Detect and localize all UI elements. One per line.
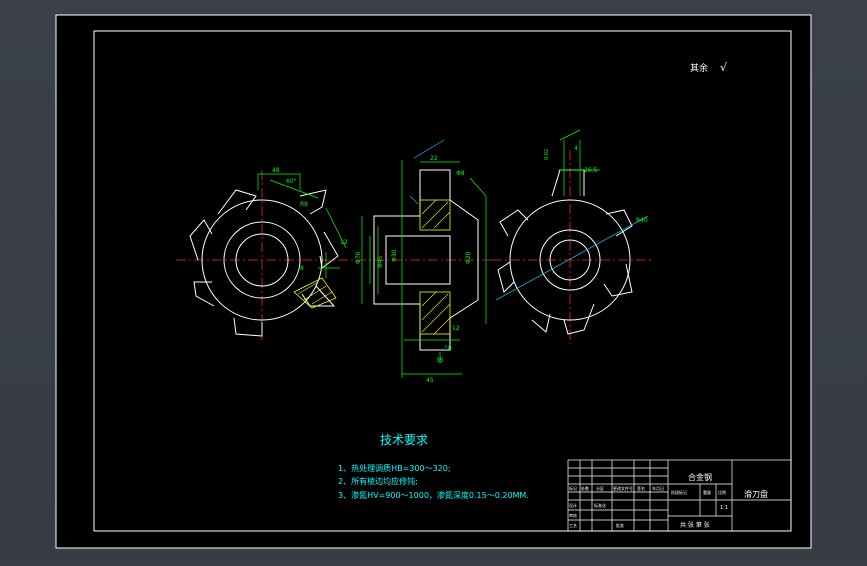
mid-hatch-top: [419, 199, 451, 231]
title-block-frame: [567, 459, 792, 532]
title-block-grid: [568, 460, 791, 531]
mid-dim-45: 45: [426, 377, 434, 384]
roughness-symbol: √: [720, 61, 728, 74]
right-hub-ring: [539, 229, 601, 291]
roughness-label: 其余: [690, 62, 708, 74]
standardized-label: 标准化: [594, 502, 606, 508]
left-dim-lines: [257, 173, 347, 278]
mid-dim-phi70: Φ70: [355, 251, 362, 264]
left-body-outer: [201, 199, 323, 321]
mid-dim-phi30: Φ30: [391, 249, 398, 262]
left-cutter-outline: [189, 189, 339, 337]
row-process: 工艺: [569, 523, 577, 528]
row-design: 设计: [569, 502, 577, 508]
mid-dim-22: 22: [430, 155, 438, 162]
right-radius-leader: [495, 215, 649, 301]
approve-label: 批准: [616, 522, 624, 528]
left-view: 60° 48 R8 12 8: [176, 167, 360, 340]
right-bore: [549, 239, 591, 281]
middle-view: Φ8 22 Φ30 Φ45 Φ70 Φ20 18 35 45 12: [355, 139, 494, 384]
right-body-outer: [509, 199, 631, 321]
inner-frame: [93, 30, 792, 532]
title-block-text: 合金钢 滑刀盘 1:1 共 张 第 张 阶段标记 重量 比例 标记 处数 分区 …: [569, 472, 768, 529]
right-dim-4: 4: [574, 145, 578, 152]
tech-title: 技术要求: [380, 433, 428, 447]
right-dim-lines: [558, 129, 600, 196]
roughness-note: 其余 √: [690, 61, 728, 74]
mid-dim-phi8: Φ8: [456, 170, 465, 177]
mid-dim-phi20: Φ20: [465, 251, 472, 264]
col-sign: 签名: [637, 485, 645, 491]
title-block: [567, 459, 792, 532]
tech-item-1: 1、热处理调质HB=300～320;: [338, 463, 451, 473]
mid-hatch-lines: [421, 199, 451, 335]
sheets-text: 共 张 第 张: [680, 521, 710, 529]
part-name-text: 滑刀盘: [744, 489, 768, 499]
mid-dim-12: 12: [452, 325, 460, 332]
scale-text: 1:1: [720, 505, 728, 511]
col-change: 更改文件号: [613, 485, 633, 491]
col-date: 年月日: [652, 485, 664, 491]
tech-item-3: 3、渗氮HV=900～1000，渗氮深度0.15～0.20MM.: [338, 490, 529, 500]
material-text: 合金钢: [688, 472, 712, 482]
left-dim-angle: 60°: [286, 178, 297, 185]
left-dim-8: 8: [300, 265, 304, 272]
left-dim-48: 48: [272, 167, 280, 174]
tech-requirements: 技术要求 1、热处理调质HB=300～320; 2、所有棱边均应修钝; 3、渗氮…: [338, 433, 529, 500]
left-section-hatch: [293, 277, 337, 309]
mid-bore: [385, 235, 451, 285]
col-zone: 分区: [596, 485, 604, 491]
ratio-label: 比例: [718, 489, 726, 495]
right-dim-r40: R40: [636, 217, 648, 224]
mid-leaders: [409, 139, 445, 205]
mid-dim-lines: [361, 160, 487, 378]
left-dim-12: 12: [340, 239, 348, 246]
mid-dim-35: 35: [436, 357, 444, 364]
mid-dim-phi45: Φ45: [377, 255, 384, 268]
weight-label: 重量: [703, 489, 711, 495]
tech-item-2: 2、所有棱边均应修钝;: [338, 476, 418, 486]
left-hatch-lines: [297, 281, 333, 305]
left-dim-r8: R8: [300, 201, 308, 208]
mid-hatch-bottom: [419, 291, 451, 335]
stage-label: 阶段标记: [671, 489, 687, 495]
col-count: 处数: [581, 485, 589, 491]
left-hub-ring: [223, 221, 301, 299]
mid-dim-18: 18: [444, 345, 452, 352]
right-view: R40 4 26.5 0.02: [492, 129, 654, 344]
drawing-sheet: [55, 14, 812, 549]
col-mark: 标记: [569, 485, 577, 491]
right-dim-26: 26.5: [584, 167, 598, 174]
row-review: 审核: [569, 512, 577, 518]
left-bore: [235, 233, 289, 287]
right-dim-tol: 0.02: [544, 149, 550, 160]
